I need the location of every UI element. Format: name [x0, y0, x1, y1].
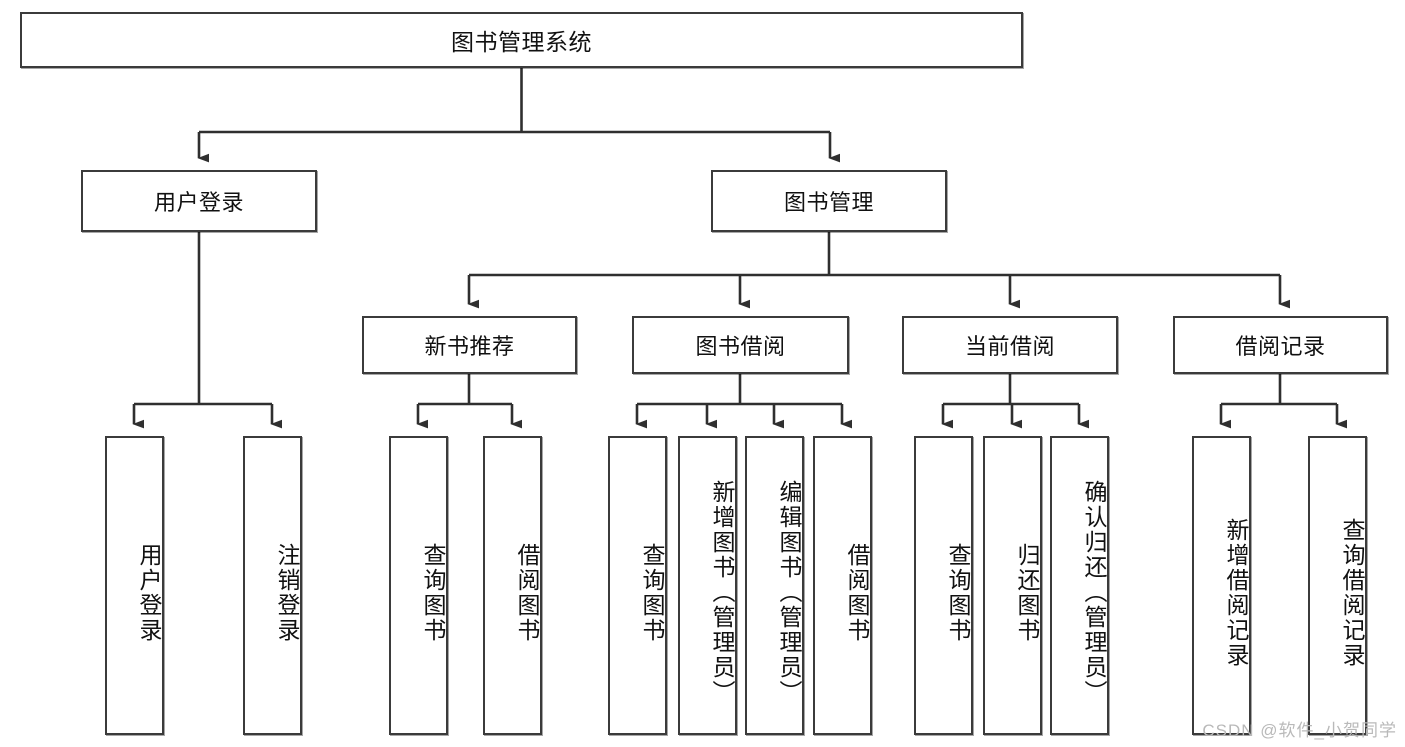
- watermark: CSDN @软件_小贺同学: [1202, 721, 1397, 740]
- node-book-borrow[interactable]: 图书借阅: [632, 316, 849, 374]
- node-user-login-label: 用户登录: [153, 190, 244, 215]
- leaf-add-book-admin[interactable]: 新增图书（管理员）: [678, 436, 737, 735]
- leaf-return-book-label: 归还图书: [1014, 542, 1040, 643]
- leaf-query-borrow-record-label: 查询借阅记录: [1339, 517, 1365, 668]
- leaf-confirm-return-admin[interactable]: 确认归还（管理员）: [1050, 436, 1109, 735]
- node-user-login[interactable]: 用户登录: [81, 170, 317, 232]
- node-borrow-record[interactable]: 借阅记录: [1173, 316, 1388, 374]
- node-root[interactable]: 图书管理系统: [20, 12, 1023, 68]
- leaf-query-book-current-label: 查询图书: [945, 542, 971, 643]
- leaf-edit-book-admin[interactable]: 编辑图书（管理员）: [745, 436, 804, 735]
- leaf-add-book-admin-label: 新增图书（管理员）: [709, 480, 735, 705]
- leaf-borrow-book-label: 借阅图书: [844, 542, 870, 643]
- leaf-query-book-current[interactable]: 查询图书: [914, 436, 973, 735]
- leaf-return-book[interactable]: 归还图书: [983, 436, 1042, 735]
- leaf-add-borrow-record-label: 新增借阅记录: [1223, 517, 1249, 668]
- leaf-user-login[interactable]: 用户登录: [105, 436, 164, 735]
- leaf-logout-label: 注销登录: [274, 542, 300, 643]
- node-book-management[interactable]: 图书管理: [711, 170, 947, 232]
- leaf-borrow-book[interactable]: 借阅图书: [813, 436, 872, 735]
- node-current-borrow-label: 当前借阅: [964, 334, 1055, 359]
- leaf-query-book-recommend-label: 查询图书: [420, 542, 446, 643]
- node-root-label: 图书管理系统: [451, 29, 592, 55]
- leaf-query-book-borrow-label: 查询图书: [639, 542, 665, 643]
- leaf-user-login-label: 用户登录: [136, 542, 162, 643]
- leaf-query-book-borrow[interactable]: 查询图书: [608, 436, 667, 735]
- node-book-management-label: 图书管理: [783, 190, 874, 215]
- node-current-borrow[interactable]: 当前借阅: [902, 316, 1118, 374]
- leaf-confirm-return-admin-label: 确认归还（管理员）: [1081, 480, 1107, 705]
- leaf-add-borrow-record[interactable]: 新增借阅记录: [1192, 436, 1251, 735]
- leaf-borrow-book-recommend-label: 借阅图书: [514, 542, 540, 643]
- leaf-borrow-book-recommend[interactable]: 借阅图书: [483, 436, 542, 735]
- leaf-edit-book-admin-label: 编辑图书（管理员）: [776, 480, 802, 705]
- leaf-query-book-recommend[interactable]: 查询图书: [389, 436, 448, 735]
- node-borrow-record-label: 借阅记录: [1235, 334, 1326, 359]
- node-book-borrow-label: 图书借阅: [695, 334, 786, 359]
- leaf-logout[interactable]: 注销登录: [243, 436, 302, 735]
- node-new-book-recommend-label: 新书推荐: [424, 334, 515, 359]
- node-new-book-recommend[interactable]: 新书推荐: [362, 316, 577, 374]
- leaf-query-borrow-record[interactable]: 查询借阅记录: [1308, 436, 1367, 735]
